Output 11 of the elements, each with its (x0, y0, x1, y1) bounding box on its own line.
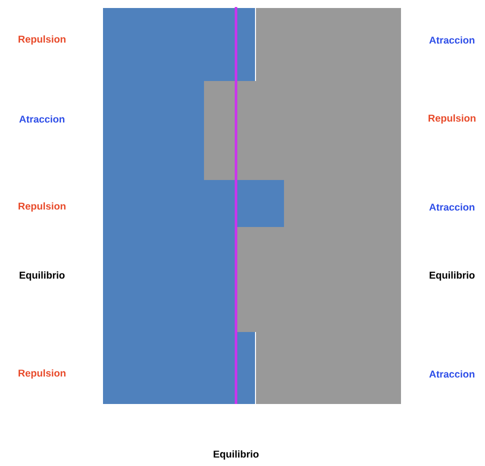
force-label: Atraccion (429, 203, 474, 211)
force-label: Equilibrio (214, 450, 259, 460)
force-label: Equilibrio (430, 271, 475, 281)
force-label: Atraccion (429, 36, 474, 44)
force-label: Atraccion (429, 370, 474, 378)
force-label: Equilibrio (20, 271, 65, 281)
force-label: Repulsion (18, 202, 66, 212)
force-label: Repulsion (18, 369, 66, 379)
force-label: Repulsion (18, 35, 66, 45)
force-label: Atraccion (19, 115, 64, 123)
force-label: Repulsion (428, 114, 476, 124)
